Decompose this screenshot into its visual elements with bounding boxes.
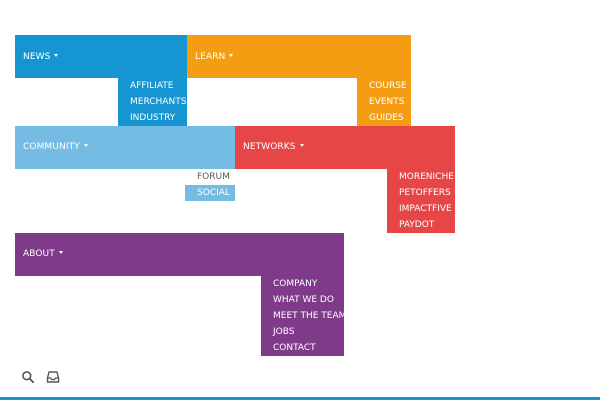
menu-item-merchants[interactable]: MERCHANTS: [130, 97, 187, 107]
nav-networks-label: NETWORKS: [243, 141, 304, 153]
nav-about[interactable]: ABOUT: [15, 233, 344, 276]
nav-community-label: COMMUNITY: [23, 141, 88, 153]
caret-down-icon: [54, 54, 59, 57]
about-submenu: COMPANY WHAT WE DO MEET THE TEAM JOBS CO…: [261, 276, 347, 356]
caret-down-icon: [83, 144, 88, 147]
caret-down-icon: [299, 144, 304, 147]
menu-item-guides[interactable]: GUIDES: [369, 113, 404, 123]
search-icon[interactable]: [21, 369, 35, 384]
menu-item-meet-the-team[interactable]: MEET THE TEAM: [273, 311, 347, 321]
nav-news[interactable]: NEWS: [15, 35, 187, 78]
inbox-icon[interactable]: [46, 369, 60, 383]
news-submenu: AFFILIATE MERCHANTS INDUSTRY: [118, 78, 187, 126]
menu-item-contact[interactable]: CONTACT: [273, 343, 316, 353]
menu-item-impactfive[interactable]: IMPACTFIVE: [399, 204, 452, 214]
nav-news-label: NEWS: [23, 51, 59, 63]
nav-learn[interactable]: LEARN: [187, 35, 411, 78]
menu-item-paydot[interactable]: PAYDOT: [399, 220, 435, 230]
menu-item-course[interactable]: COURSE: [369, 81, 407, 91]
menu-item-moreniche[interactable]: MORENICHE: [399, 172, 454, 182]
caret-down-icon: [229, 54, 234, 57]
menu-item-jobs[interactable]: JOBS: [273, 327, 295, 337]
learn-submenu: COURSE EVENTS GUIDES: [357, 78, 411, 126]
nav-community[interactable]: COMMUNITY: [15, 126, 235, 169]
menu-item-forum[interactable]: FORUM: [197, 172, 230, 182]
menu-item-social[interactable]: SOCIAL: [185, 185, 235, 201]
menu-item-petoffers[interactable]: PETOFFERS: [399, 188, 451, 198]
menu-item-company[interactable]: COMPANY: [273, 279, 318, 289]
footer-accent-line: [0, 397, 600, 400]
caret-down-icon: [58, 251, 63, 254]
nav-networks[interactable]: NETWORKS: [235, 126, 455, 169]
menu-item-industry[interactable]: INDUSTRY: [130, 113, 176, 123]
menu-item-events[interactable]: EVENTS: [369, 97, 405, 107]
menu-item-what-we-do[interactable]: WHAT WE DO: [273, 295, 334, 305]
menu-item-affiliate[interactable]: AFFILIATE: [130, 81, 174, 91]
nav-about-label: ABOUT: [23, 248, 63, 260]
nav-learn-label: LEARN: [195, 51, 234, 63]
networks-submenu: MORENICHE PETOFFERS IMPACTFIVE PAYDOT: [387, 169, 455, 233]
